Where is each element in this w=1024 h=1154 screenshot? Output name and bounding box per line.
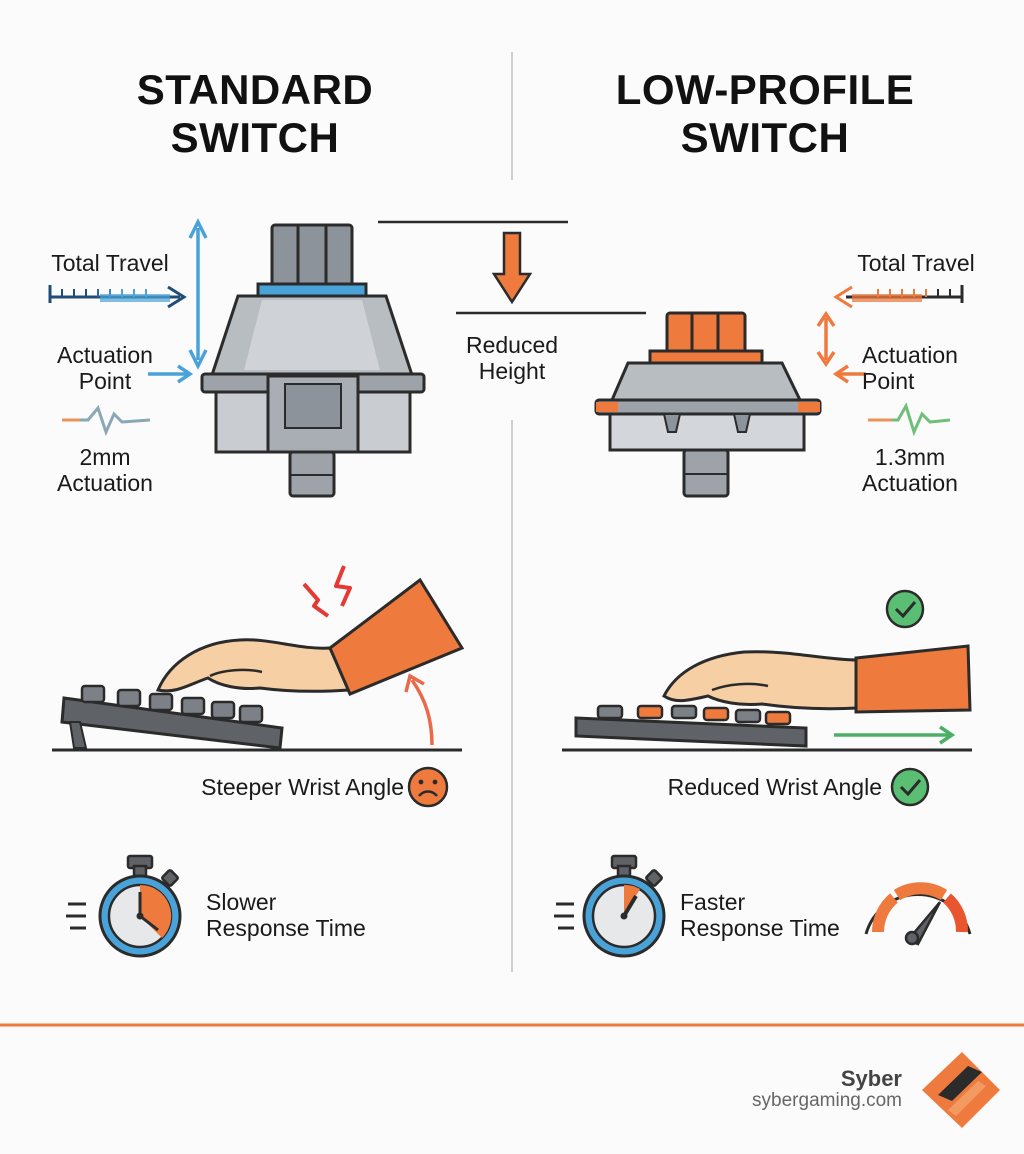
standard-ruler-arrow-icon xyxy=(48,285,187,309)
slower-response-line1: Slower xyxy=(206,889,277,915)
total-travel-arrow-icon xyxy=(188,218,208,370)
check-circle-icon xyxy=(885,589,925,629)
low-profile-switch-icon xyxy=(594,311,822,498)
lightning-icon xyxy=(302,565,352,618)
standard-signal-wave-icon xyxy=(62,404,151,437)
standard-actuation-point-label: Actuation Point xyxy=(30,342,180,394)
low-profile-title-line1: LOW-PROFILE xyxy=(615,66,915,113)
standard-switch-title: STANDARD SWITCH xyxy=(100,66,410,162)
standard-total-travel-label: Total Travel xyxy=(51,250,169,276)
reduced-height-line2: Height xyxy=(478,358,546,384)
low-profile-total-travel-label: Total Travel xyxy=(857,250,975,276)
check-circle-icon-wrist xyxy=(890,767,930,807)
brand-name: Syber xyxy=(840,1066,902,1091)
low-profile-title-line2: SWITCH xyxy=(680,114,850,161)
low-profile-keyboard-hand-illustration xyxy=(562,644,972,752)
standard-keyboard-hand-illustration xyxy=(52,577,465,752)
syber-logo-icon xyxy=(922,1052,1000,1128)
low-profile-switch-title: LOW-PROFILE SWITCH xyxy=(590,66,940,162)
reduced-wrist-angle-label: Reduced Wrist Angle xyxy=(667,774,882,800)
faster-response-label: Faster Response Time xyxy=(680,889,860,941)
low-profile-actuation-point-line2: Point xyxy=(862,368,915,394)
standard-switch-icon xyxy=(200,223,426,498)
actuation-travel-arrow-icon xyxy=(816,310,836,368)
standard-actuation-line2: Actuation xyxy=(57,470,153,496)
standard-actuation-point-line1: Actuation xyxy=(57,342,153,368)
standard-title-line1: STANDARD xyxy=(136,66,374,113)
standard-actuation-arrow-icon xyxy=(148,364,194,384)
standard-title-line2: SWITCH xyxy=(170,114,340,161)
reduced-height-indicator xyxy=(378,220,646,315)
reduced-height-line1: Reduced xyxy=(465,332,559,358)
center-divider-top xyxy=(511,52,513,180)
steeper-wrist-angle-label: Steeper Wrist Angle xyxy=(201,774,404,800)
standard-actuation-label: 2mm Actuation xyxy=(30,444,180,496)
low-profile-actuation-line2: Actuation xyxy=(862,470,958,496)
faster-response-line1: Faster xyxy=(680,889,746,915)
slower-response-line2: Response Time xyxy=(206,915,366,941)
stopwatch-icon-low-profile xyxy=(554,854,666,958)
low-profile-ruler-arrow-icon xyxy=(833,285,964,309)
sad-face-icon xyxy=(407,766,449,808)
low-profile-signal-wave-icon xyxy=(868,402,951,437)
reduced-height-label: Reduced Height xyxy=(440,332,584,384)
stopwatch-icon-standard xyxy=(66,854,182,958)
low-profile-actuation-arrow-icon xyxy=(832,364,866,384)
speedometer-icon xyxy=(864,882,972,946)
low-profile-actuation-point-label: Actuation Point xyxy=(862,342,988,394)
slower-response-label: Slower Response Time xyxy=(206,889,406,941)
standard-actuation-point-line2: Point xyxy=(78,368,132,394)
center-divider-bottom xyxy=(511,420,513,972)
low-profile-actuation-label: 1.3mm Actuation xyxy=(836,444,984,496)
brand-url[interactable]: sybergaming.com xyxy=(752,1090,902,1111)
low-profile-actuation-point-line1: Actuation xyxy=(862,342,958,368)
faster-response-line2: Response Time xyxy=(680,915,840,941)
standard-actuation-line1: 2mm xyxy=(79,444,131,470)
low-profile-actuation-line1: 1.3mm xyxy=(874,444,946,470)
